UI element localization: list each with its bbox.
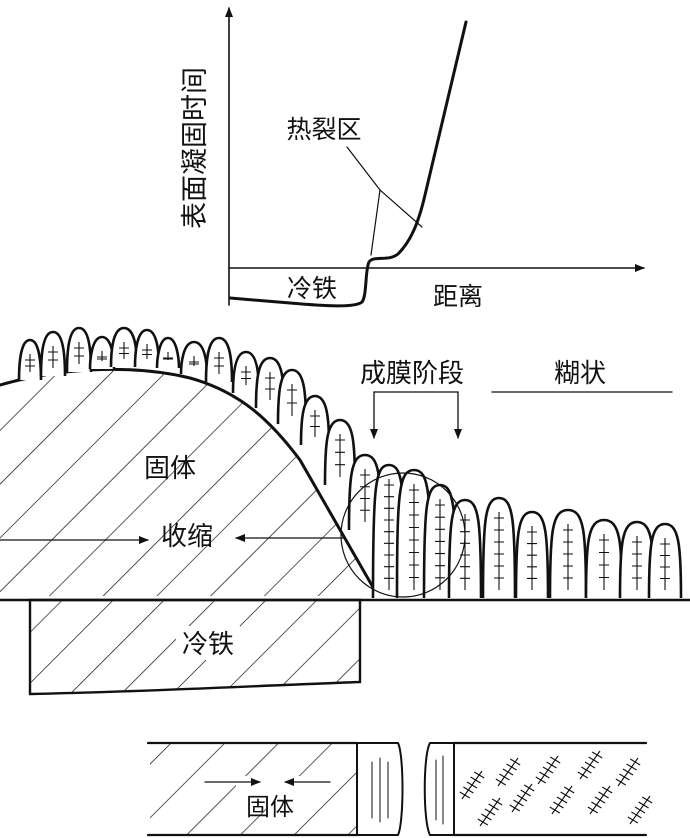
hot-tear-zone-label: 热裂区 — [286, 115, 361, 144]
dendrite-stem — [265, 372, 275, 400]
dendrite-stem — [241, 366, 251, 385]
dendrite-group — [17, 326, 683, 599]
hot-tear-zone-pointer — [346, 146, 423, 256]
dendrite-stem — [25, 354, 35, 372]
solidification-time-curve — [228, 20, 468, 308]
chill-label: 冷铁 — [182, 630, 234, 660]
solidification-time-graph: 表面凝固时间 距离 热裂区 冷铁 — [180, 7, 645, 311]
bottom-solid-label: 固体 — [246, 793, 294, 821]
graph-chill-label: 冷铁 — [287, 274, 337, 303]
film-stage-label: 成膜阶段 — [360, 359, 464, 389]
dendrite-stem — [142, 344, 152, 359]
dendrite-stem — [97, 351, 107, 361]
crack-left-block — [356, 742, 404, 836]
crystal-mark — [535, 755, 561, 785]
crystal-mark — [509, 783, 535, 813]
dendrite-stem — [119, 342, 129, 359]
crack-right-block — [423, 742, 455, 836]
dendrite-stem — [189, 356, 199, 366]
crystal-mark — [459, 770, 485, 800]
solid-region — [0, 369, 378, 596]
dendrite-stem — [163, 352, 173, 360]
x-axis-label: 距离 — [433, 282, 483, 311]
dendrite-stem — [527, 526, 537, 590]
shrink-label: 收缩 — [161, 522, 213, 552]
crystal-mark — [587, 785, 613, 815]
crystal-mark — [477, 797, 503, 827]
dendrite-stem — [335, 434, 345, 477]
chill-label-backdrop — [176, 626, 240, 660]
mushy-label: 糊状 — [554, 359, 606, 389]
crystal-mark — [615, 757, 641, 787]
dendrite-stem — [74, 342, 84, 364]
crystal-mark — [627, 795, 653, 825]
y-axis-label: 表面凝固时间 — [180, 67, 211, 229]
dendrite-stem — [599, 534, 609, 590]
dendrite-stem — [360, 469, 370, 522]
dendrite-stem — [409, 484, 419, 590]
crystal-mark — [495, 757, 521, 787]
dendrite-stem — [214, 352, 224, 374]
crystal-mark — [577, 750, 603, 780]
dendrite-stem — [287, 384, 297, 416]
dendrite-stem — [310, 410, 320, 437]
dendrite-stem — [435, 499, 445, 590]
bottom-detail: 固体 — [146, 741, 653, 837]
liquid-crystal-marks — [459, 750, 653, 827]
dendrite-stem — [563, 524, 573, 590]
observation-circle — [340, 472, 466, 598]
dendrite-stem — [660, 538, 670, 590]
casting-cross-section: 固体 收缩 成膜阶段 糊状 — [0, 326, 690, 602]
dendrite-stem — [494, 512, 504, 590]
dendrite-stem — [384, 479, 394, 590]
solid-label: 固体 — [144, 454, 196, 484]
dendrite-stem — [48, 346, 58, 368]
chill-block: 冷铁 — [28, 598, 362, 696]
dendrite-stem — [632, 536, 642, 590]
crystal-mark — [549, 785, 575, 815]
